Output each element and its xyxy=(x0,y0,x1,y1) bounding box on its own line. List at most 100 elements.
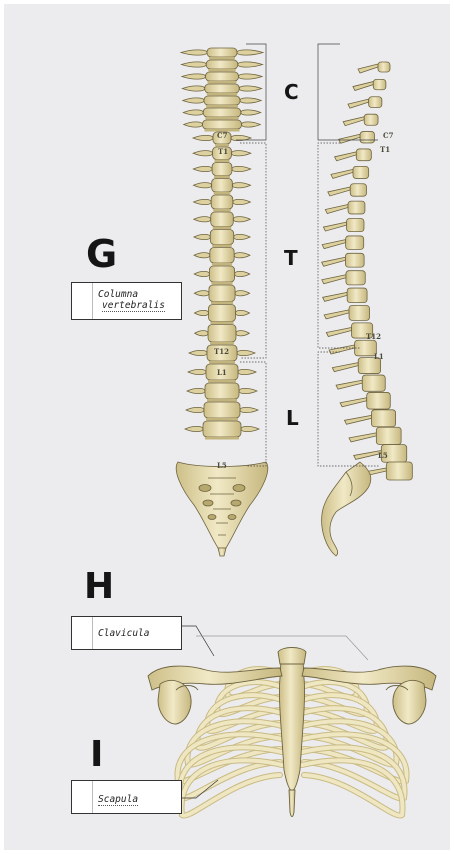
intervertebral-disc xyxy=(212,263,232,266)
vertebra-spinous-process xyxy=(358,64,378,73)
intervertebral-disc xyxy=(207,93,238,96)
vertebra-label-t1-front: T1 xyxy=(218,147,228,156)
spine-front xyxy=(181,48,263,440)
intervertebral-disc xyxy=(213,209,231,212)
vertebra-spinous-process xyxy=(323,292,348,301)
intervertebral-disc xyxy=(215,160,230,163)
vertebra-label-l1-side: L1 xyxy=(374,352,384,361)
intervertebral-disc xyxy=(208,69,236,72)
vertebra-body-side xyxy=(346,236,364,249)
vertebra-spinous-process xyxy=(335,152,357,161)
vertebra-label-l1-front: L1 xyxy=(217,368,227,377)
vertebra-body xyxy=(205,383,239,399)
vertebra-spinous-process xyxy=(331,169,353,178)
vertebra-body-side xyxy=(367,392,391,409)
thorax xyxy=(148,648,436,817)
intervertebral-disc xyxy=(214,176,230,179)
intervertebral-disc xyxy=(209,361,235,364)
intervertebral-disc xyxy=(206,418,238,421)
vertebra-body xyxy=(210,230,233,245)
vertebra-body-side xyxy=(353,166,369,178)
vertebra-body-side xyxy=(346,271,365,285)
vertebra-body-side xyxy=(347,288,367,303)
vertebra-body xyxy=(203,108,241,117)
vertebra-spinous-process xyxy=(328,187,350,196)
vertebra-body-side xyxy=(349,305,370,320)
vertebra-body-side xyxy=(362,375,385,391)
vertebra-body xyxy=(211,195,233,209)
sacrum-side xyxy=(322,462,371,556)
vertebra-spinous-process xyxy=(324,310,349,319)
question-letter-i: I xyxy=(90,734,103,775)
intervertebral-disc xyxy=(205,437,239,440)
answer-text-columna-line1: Columna xyxy=(98,289,138,300)
intervertebral-disc xyxy=(213,227,232,230)
intervertebral-disc xyxy=(211,302,233,305)
vertebra-spinous-process xyxy=(344,415,371,424)
vertebra-spinous-process xyxy=(322,240,345,249)
answer-box-tab xyxy=(72,781,93,813)
vertebra-spinous-process xyxy=(349,433,376,442)
vertebra-label-t1-side: T1 xyxy=(380,145,390,154)
vertebra-body-side xyxy=(376,427,401,444)
vertebra-label-l5-side: L5 xyxy=(378,451,388,460)
vertebra-body xyxy=(208,325,236,343)
answer-box-scapula[interactable]: Scapula xyxy=(71,780,182,814)
vertebra-body xyxy=(212,179,233,193)
segment-letter-lumbar: L xyxy=(286,406,299,430)
vertebra-body xyxy=(212,163,232,176)
vertebra-body xyxy=(209,285,235,302)
vertebra-body-side xyxy=(369,97,382,108)
vertebra-body xyxy=(206,60,238,69)
vertebra-body-side xyxy=(356,149,371,161)
vertebra-spinous-process xyxy=(340,398,367,407)
intervertebral-disc xyxy=(205,117,239,120)
vertebra-body-side xyxy=(378,62,390,72)
vertebra-body xyxy=(203,120,242,129)
vertebra-label-l5-front: L5 xyxy=(217,461,227,470)
segment-letter-thoracic: T xyxy=(284,246,298,270)
intervertebral-disc xyxy=(208,81,237,84)
vertebra-spinous-process xyxy=(336,380,362,389)
vertebra-body-side xyxy=(386,462,412,480)
intervertebral-disc xyxy=(211,282,232,285)
intervertebral-disc xyxy=(208,380,236,383)
vertebra-body xyxy=(211,212,234,227)
answer-text-columna-line2: vertebralis xyxy=(102,300,165,312)
intervertebral-disc xyxy=(214,192,231,195)
vertebra-label-t12-side: T12 xyxy=(366,332,381,341)
vertebra-spinous-process xyxy=(329,345,355,354)
vertebra-spinous-process xyxy=(353,82,373,91)
vertebra-spinous-process xyxy=(343,117,364,126)
vertebra-body xyxy=(209,305,236,322)
answer-text-scapula: Scapula xyxy=(98,794,138,806)
vertebra-spinous-process xyxy=(325,205,348,214)
intervertebral-disc xyxy=(209,57,235,60)
question-letter-g: G xyxy=(86,232,117,276)
vertebra-body xyxy=(204,96,240,105)
vertebra-body-side xyxy=(360,132,374,143)
vertebra-spinous-process xyxy=(332,363,358,372)
vertebra-spinous-process xyxy=(339,134,360,143)
answer-text-clavicula: Clavicula xyxy=(98,628,149,639)
vertebra-body-side xyxy=(346,219,363,232)
vertebra-body-side xyxy=(364,114,378,125)
vertebra-spinous-process xyxy=(326,327,351,336)
vertebra-body-side xyxy=(345,253,364,267)
intervertebral-disc xyxy=(206,105,238,108)
intervertebral-disc xyxy=(211,322,234,325)
vertebra-body xyxy=(210,248,234,264)
vertebra-label-c7-side: C7 xyxy=(383,131,393,140)
vertebra-label-t12-front: T12 xyxy=(214,347,229,356)
vertebra-spinous-process xyxy=(322,275,346,284)
vertebra-body xyxy=(203,421,241,437)
vertebra-body-side xyxy=(371,410,395,427)
intervertebral-disc xyxy=(212,245,231,248)
question-letter-h: H xyxy=(84,566,114,607)
vertebra-body xyxy=(209,266,234,282)
answer-box-tab xyxy=(72,617,93,649)
answer-box-columna-vertebralis[interactable]: Columna vertebralis xyxy=(71,282,182,320)
vertebra-body xyxy=(204,402,240,418)
vertebra-spinous-process xyxy=(322,257,346,266)
answer-box-clavicula[interactable]: Clavicula xyxy=(71,616,182,650)
